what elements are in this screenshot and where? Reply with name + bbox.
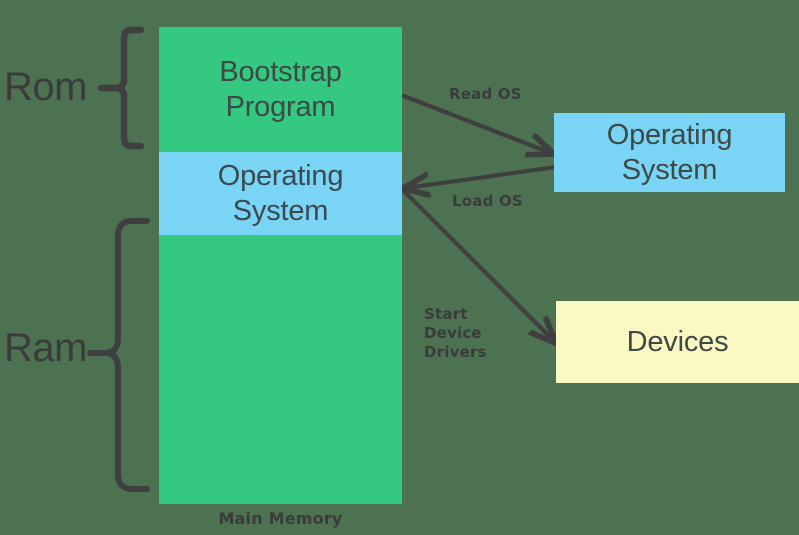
memory-segment-operating-system-line1: Operating <box>217 160 344 193</box>
main-memory-column: Bootstrap Program Operating System <box>159 27 402 504</box>
box-operating-system-store-line2: System <box>621 153 718 186</box>
arrow-label-start-device-drivers-line3: Drivers <box>424 343 487 362</box>
memory-segment-bootstrap-line2: Program <box>225 90 336 123</box>
memory-segment-free-space <box>159 235 402 504</box>
box-operating-system-store-text: Operating System <box>607 118 733 186</box>
arrow-read-os <box>401 93 551 153</box>
main-memory-caption: Main Memory <box>218 509 343 528</box>
arrow-label-load-os: Load OS <box>452 192 523 210</box>
arrow-label-start-device-drivers-line1: Start <box>424 305 468 323</box>
brace-ram <box>87 218 150 492</box>
arrow-start-device-drivers <box>401 188 554 341</box>
arrow-label-read-os: Read OS <box>449 85 522 103</box>
box-operating-system-store: Operating System <box>554 113 785 192</box>
arrow-label-start-device-drivers: Start Device Drivers <box>424 305 487 363</box>
memory-segment-operating-system-line2: System <box>232 194 329 227</box>
memory-segment-operating-system-text: Operating System <box>218 159 344 227</box>
box-devices-text: Devices <box>626 325 729 358</box>
box-operating-system-store-line1: Operating <box>606 119 733 152</box>
memory-segment-bootstrap: Bootstrap Program <box>159 27 402 152</box>
arrow-load-os <box>406 164 559 188</box>
memory-segment-bootstrap-text: Bootstrap Program <box>219 55 342 123</box>
memory-segment-operating-system: Operating System <box>159 152 402 235</box>
box-devices: Devices <box>556 301 799 383</box>
brace-label-ram: Ram <box>4 326 87 370</box>
brace-rom <box>97 26 145 150</box>
arrow-label-start-device-drivers-line2: Device <box>424 324 482 343</box>
memory-segment-bootstrap-line1: Bootstrap <box>219 56 342 89</box>
brace-label-rom: Rom <box>4 65 87 109</box>
